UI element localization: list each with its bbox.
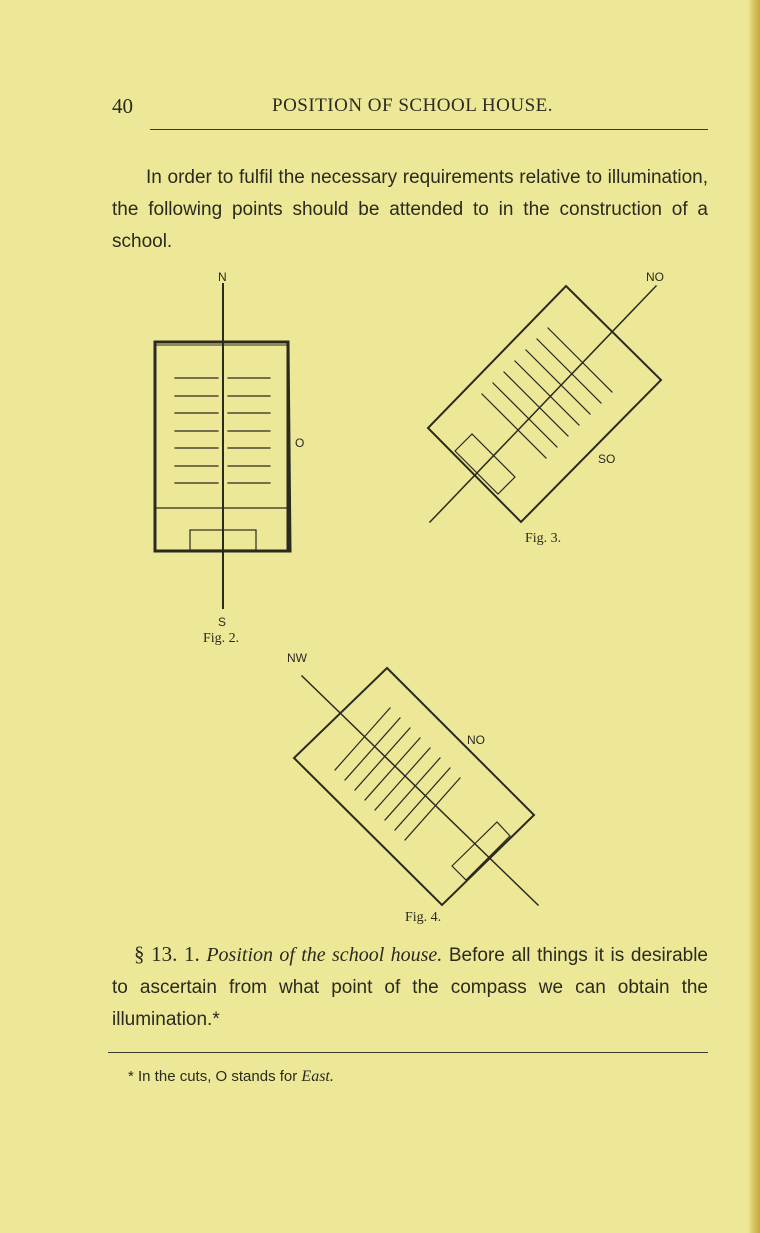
footnote-rule: [108, 1052, 708, 1053]
section-title: Position of the school house.: [206, 944, 443, 966]
fig2-south-label: S: [218, 615, 226, 629]
fig4-northeast-label: NO: [467, 733, 485, 747]
running-head: POSITION OF SCHOOL HOUSE.: [272, 95, 553, 116]
section-paragraph: § 13. 1. Position of the school house. B…: [112, 938, 708, 1036]
header-rule: [150, 129, 708, 130]
fig3-southeast-label: SO: [598, 452, 615, 466]
footnote-emphasis: East.: [301, 1068, 334, 1085]
fig3-northeast-label: NO: [646, 270, 664, 284]
page-number: 40: [112, 94, 133, 118]
fig2-caption: Fig. 2.: [203, 631, 239, 646]
page-header: 40 POSITION OF SCHOOL HOUSE.: [112, 94, 708, 122]
section-item-number: 1.: [183, 942, 200, 966]
footnote: * In the cuts, O stands for East.: [128, 1068, 334, 1086]
fig4-caption: Fig. 4.: [405, 910, 441, 925]
fig2-east-label: O: [295, 436, 304, 450]
section-text: Before all things it is desirable to asc…: [112, 945, 708, 1030]
fig3-caption: Fig. 3.: [525, 531, 561, 546]
figure-4-diagram: [292, 666, 540, 907]
fig4-northwest-label: NW: [287, 651, 308, 665]
page-spine-shadow: [748, 0, 760, 1233]
figure-2-diagram: [153, 283, 292, 609]
intro-paragraph: In order to fulfil the necessary require…: [112, 167, 708, 252]
footnote-text: * In the cuts, O stands for: [128, 1068, 298, 1085]
figure-3-diagram: [426, 284, 663, 524]
section-number: § 13.: [134, 942, 178, 966]
fig2-north-label: N: [218, 270, 227, 284]
